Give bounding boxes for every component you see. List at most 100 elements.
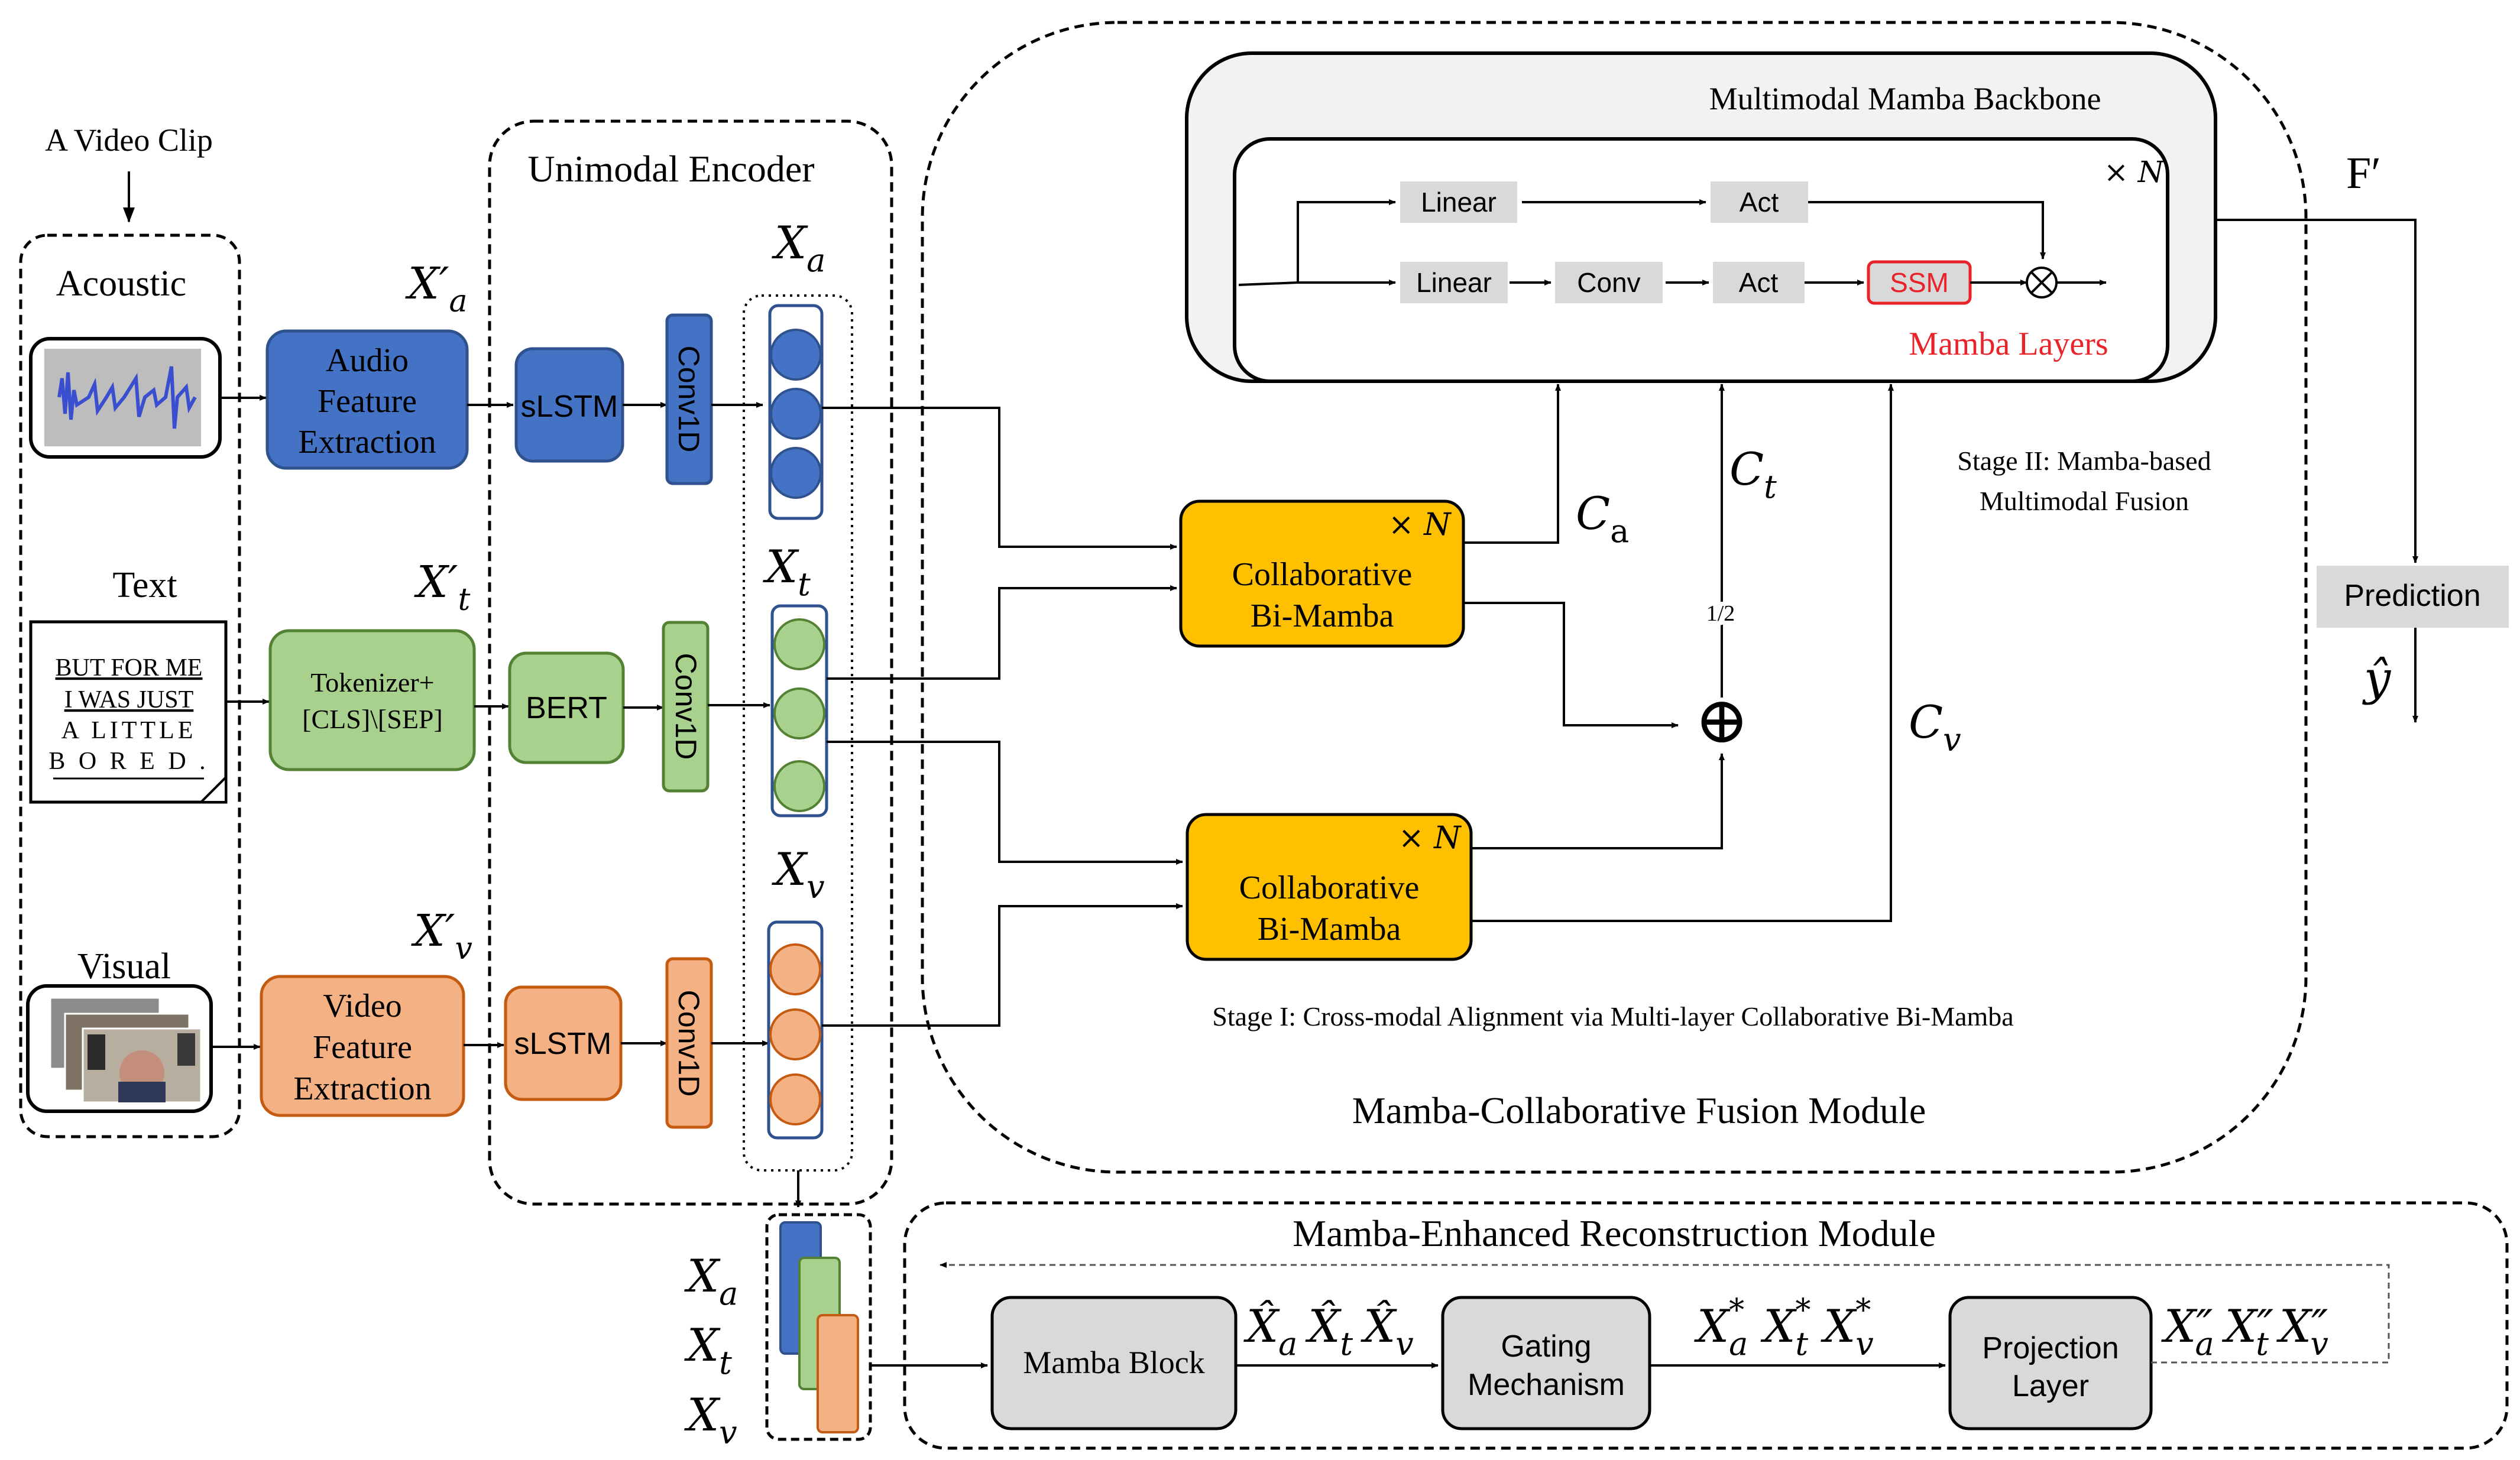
unimodal-encoder-title: Unimodal Encoder [527, 148, 814, 190]
multiply-operator [2026, 267, 2058, 299]
collab2-times-n: × N [1398, 820, 1462, 856]
video-conv1d: Conv1D [665, 957, 713, 1129]
video-slstm: sLSTM [504, 985, 623, 1101]
tokenizer-line-1: Tokenizer+ [310, 667, 434, 697]
half-label: 1/2 [1706, 601, 1735, 626]
ct-label: Ct [1729, 443, 1777, 505]
collaborative-bimamba-2: × N Collaborative Bi-Mamba [1185, 813, 1473, 961]
video-token-stack [767, 920, 824, 1140]
ssm-label: SSM [1890, 267, 1949, 298]
xv-label: Xv [772, 843, 825, 906]
f-prime-label: F′ [2346, 148, 2381, 198]
act-bottom-label: Act [1739, 267, 1779, 298]
projection-line-2: Layer [2012, 1369, 2089, 1403]
act-block-top [1711, 181, 1808, 223]
audio-token [770, 388, 822, 440]
stack-xv-label: Xv [684, 1388, 737, 1451]
gating-mechanism [1441, 1296, 1651, 1430]
stage-1-label: Stage I: Cross-modal Alignment via Multi… [1212, 1001, 2013, 1031]
video-fe-line-2: Feature [313, 1029, 412, 1066]
text-token [773, 618, 825, 670]
stage-2-line-2: Multimodal Fusion [1980, 486, 2189, 516]
xt-label: Xt [763, 540, 811, 603]
collab2-line-2: Bi-Mamba [1258, 911, 1401, 948]
text-sample-line-2: I WAS JUST [64, 686, 194, 713]
waveform-image [29, 337, 222, 459]
stack-panel [765, 1213, 872, 1441]
text-tokenizer: Tokenizer+ [CLS]\[SEP] [268, 629, 476, 771]
text-conv1d-label: Conv1D [669, 653, 702, 760]
input-panel [19, 233, 241, 1138]
video-token [769, 943, 821, 995]
text-bert: BERT [508, 651, 625, 764]
visual-label: Visual [77, 946, 171, 987]
conv-block [1555, 262, 1663, 303]
ca-label: Ca [1576, 487, 1629, 550]
stack-xt-label: Xt [684, 1319, 732, 1381]
linear-top-label: Linear [1421, 187, 1497, 218]
xa-prime-label: X′a [405, 258, 468, 319]
audio-conv1d: Conv1D [665, 313, 713, 485]
xt-prime-label: X′t [414, 557, 470, 618]
fusion-module-panel [921, 21, 2308, 1174]
video-fe-line-3: Extraction [293, 1070, 431, 1107]
text-conv1d: Conv1D [662, 621, 710, 793]
xa-label: Xa [772, 216, 825, 279]
cv-label: Cv [1909, 696, 1961, 758]
fusion-module-title: Mamba-Collaborative Fusion Module [1352, 1089, 1926, 1131]
audio-fe-line-2: Feature [318, 383, 417, 420]
video-feature-extraction: Video Feature Extraction [260, 975, 465, 1117]
gating-line-2: Mechanism [1468, 1368, 1625, 1402]
stacked-features [779, 1221, 859, 1433]
audio-slstm-label: sLSTM [521, 390, 618, 424]
mamba-block-label: Mamba Block [1023, 1345, 1204, 1380]
mamba-layers-label: Mamba Layers [1909, 326, 2108, 362]
feedback-arrow [940, 1262, 2390, 1364]
audio-token [770, 447, 822, 499]
text-sample-line-1: BUT FOR ME [56, 654, 203, 682]
act-top-label: Act [1740, 187, 1779, 218]
video-fe-line-1: Video [323, 988, 402, 1024]
gating-line-1: Gating [1501, 1329, 1591, 1364]
linear-bottom-label: Linear [1416, 267, 1492, 298]
tokenizer-line-2: [CLS]\[SEP] [302, 704, 443, 734]
reconstruction-title: Mamba-Enhanced Reconstruction Module [1293, 1212, 1936, 1254]
text-sample-line-4: B O R E D . [48, 748, 209, 775]
stack-xa-label: Xa [684, 1250, 738, 1312]
y-hat-label: ŷ [2362, 651, 2392, 706]
audio-feature-extraction: Audio Feature Extraction [265, 329, 469, 470]
conv-label: Conv [1577, 267, 1640, 298]
unimodal-encoder-panel [488, 119, 893, 1206]
video-slstm-label: sLSTM [514, 1027, 612, 1061]
text-sample-line-3: A LITTLE [61, 717, 197, 744]
video-clip-title: A Video Clip [45, 122, 213, 158]
xv-prime-label: X′v [411, 906, 472, 966]
collab2-line-1: Collaborative [1239, 869, 1420, 906]
video-frames-image [26, 984, 213, 1113]
prediction-box [2317, 566, 2509, 628]
text-token [773, 760, 825, 812]
prediction-label: Prediction [2344, 579, 2480, 613]
mamba-layers-times-n: × N [2104, 155, 2165, 189]
video-token [769, 1073, 821, 1125]
stage-2-line-1: Stage II: Mamba-based [1957, 446, 2211, 476]
text-token-stack [770, 604, 828, 817]
audio-token [770, 329, 822, 381]
acoustic-label: Acoustic [56, 264, 186, 304]
act-block-bottom [1713, 262, 1805, 303]
audio-slstm: sLSTM [514, 347, 624, 463]
video-token [769, 1008, 821, 1060]
projection-line-1: Projection [1982, 1331, 2119, 1365]
text-sample-card: BUT FOR ME I WAS JUST A LITTLE B O R E D… [29, 620, 228, 804]
audio-conv1d-label: Conv1D [672, 346, 705, 453]
audio-fe-line-1: Audio [326, 342, 409, 379]
mamba-block [990, 1296, 1238, 1430]
text-label: Text [112, 565, 177, 605]
backbone-title: Multimodal Mamba Backbone [1709, 81, 2101, 116]
reconstruction-module-panel [903, 1201, 2509, 1450]
video-conv1d-label: Conv1D [672, 990, 705, 1097]
collab1-line-1: Collaborative [1232, 556, 1413, 593]
